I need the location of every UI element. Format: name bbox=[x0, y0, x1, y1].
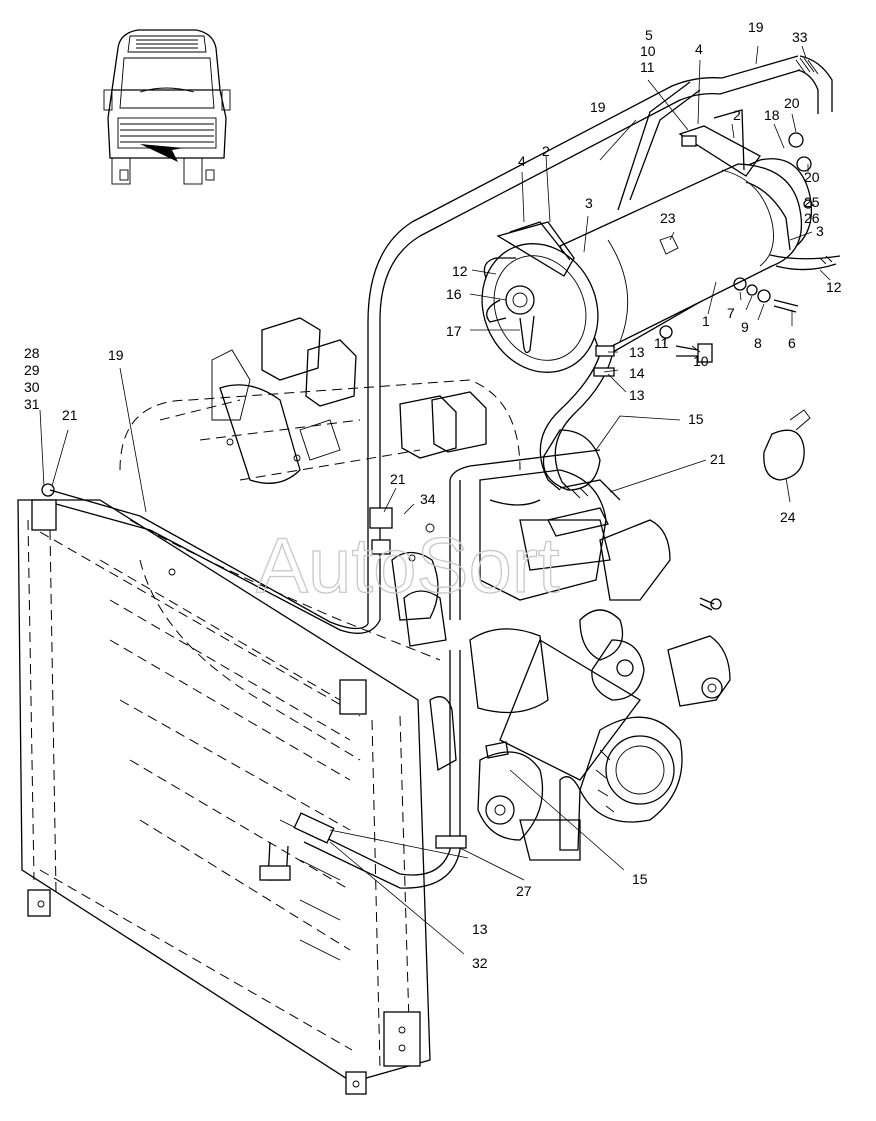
callout-label: 25 bbox=[804, 194, 820, 210]
callout-label: 15 bbox=[688, 411, 704, 427]
callout-label: 19 bbox=[108, 347, 124, 363]
callout-label: 23 bbox=[660, 210, 676, 226]
callout-label: 13 bbox=[629, 387, 645, 403]
callout-label: 10 bbox=[640, 43, 656, 59]
callout-label: 31 bbox=[24, 396, 40, 412]
callout-label: 32 bbox=[472, 955, 488, 971]
callout-label: 2 bbox=[733, 107, 741, 123]
callout-label: 28 bbox=[24, 345, 40, 361]
callout-label: 27 bbox=[516, 883, 532, 899]
callout-label: 20 bbox=[784, 95, 800, 111]
callout-label: 10 bbox=[693, 353, 709, 369]
leader-lines bbox=[39, 45, 831, 955]
location-arrow-icon bbox=[140, 144, 184, 162]
callout-label: 21 bbox=[390, 471, 406, 487]
hoses bbox=[259, 345, 621, 889]
callout-label: 11 bbox=[640, 59, 655, 75]
callout-label: 3 bbox=[585, 195, 593, 211]
callout-label: 18 bbox=[764, 107, 780, 123]
callout-label: 1 bbox=[702, 313, 710, 329]
callout-labels: 1 2 2 3 3 4 4 5 6 7 8 9 10 10 11 11 12 1… bbox=[24, 19, 842, 971]
watermark: AutoSort bbox=[256, 521, 560, 609]
callout-label: 13 bbox=[629, 344, 645, 360]
callout-label: 19 bbox=[590, 99, 606, 115]
callout-label: 15 bbox=[632, 871, 648, 887]
callout-label: 5 bbox=[645, 27, 653, 43]
callout-label: 21 bbox=[62, 407, 78, 423]
hose-clamp-icon bbox=[763, 429, 805, 481]
callout-label: 19 bbox=[748, 19, 764, 35]
indicator bbox=[659, 235, 679, 255]
callout-label: 21 bbox=[710, 451, 726, 467]
callout-label: 24 bbox=[780, 509, 796, 525]
callout-label: 6 bbox=[788, 335, 796, 351]
callout-label: 14 bbox=[629, 365, 645, 381]
callout-label: 33 bbox=[792, 29, 808, 45]
callout-label: 8 bbox=[754, 335, 762, 351]
callout-label: 11 bbox=[654, 335, 669, 351]
callout-label: 17 bbox=[446, 323, 462, 339]
callout-label: 7 bbox=[727, 305, 735, 321]
callout-label: 12 bbox=[826, 279, 842, 295]
callout-label: 29 bbox=[24, 362, 40, 378]
callout-label: 30 bbox=[24, 379, 40, 395]
callout-label: 16 bbox=[446, 286, 462, 302]
callout-label: 12 bbox=[452, 263, 468, 279]
radiator bbox=[17, 499, 431, 1095]
intake-pipe bbox=[41, 55, 833, 634]
callout-label: 34 bbox=[420, 491, 436, 507]
engine-block bbox=[119, 317, 731, 861]
callout-label: 4 bbox=[518, 153, 526, 169]
loose-hardware bbox=[659, 132, 813, 611]
callout-label: 26 bbox=[804, 210, 820, 226]
callout-label: 13 bbox=[472, 921, 488, 937]
callout-label: 9 bbox=[741, 319, 749, 335]
callout-label: 4 bbox=[695, 41, 703, 57]
air-cleaner-assembly bbox=[481, 109, 841, 373]
truck-location-inset bbox=[103, 29, 231, 185]
callout-label: 3 bbox=[816, 223, 824, 239]
callout-label: 20 bbox=[804, 169, 820, 185]
callout-label: 2 bbox=[542, 143, 550, 159]
